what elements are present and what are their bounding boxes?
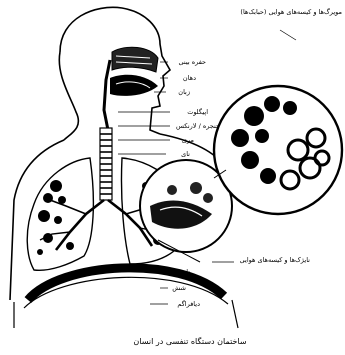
figure-caption: ساختمان دستگاه تنفسی در انسان	[133, 336, 246, 346]
left-lung	[27, 158, 93, 270]
trachea	[100, 128, 112, 200]
label-diaphragm: دیافراگم	[177, 300, 200, 308]
label-trachea: نای	[181, 150, 190, 158]
pharynx	[104, 60, 110, 130]
label-epiglottis: اپیگلوت	[187, 108, 208, 116]
neck-back-outline	[59, 52, 78, 140]
label-esophagus: مری	[182, 136, 194, 144]
oral-cavity	[110, 75, 158, 96]
label-tongue: زبان	[178, 88, 190, 96]
label-nasal-cavity: حفره بینی	[178, 58, 206, 66]
label-lung: شش	[172, 284, 186, 292]
label-bronchus: نایژه	[177, 268, 190, 276]
label-bronchioles-sacs: نایژک‌ها و کیسه‌های هوایی	[240, 256, 311, 264]
label-alveoli-capillaries: مویرگ‌ها و کیسه‌های هوایی (حبابک‌ها)	[240, 7, 342, 16]
nasal-cavity	[112, 47, 158, 72]
label-mouth: دهان	[183, 74, 196, 82]
diaphragm	[28, 268, 224, 300]
magnified-alveoli	[214, 86, 342, 214]
label-larynx: حنجره / لارنکس	[176, 122, 220, 130]
